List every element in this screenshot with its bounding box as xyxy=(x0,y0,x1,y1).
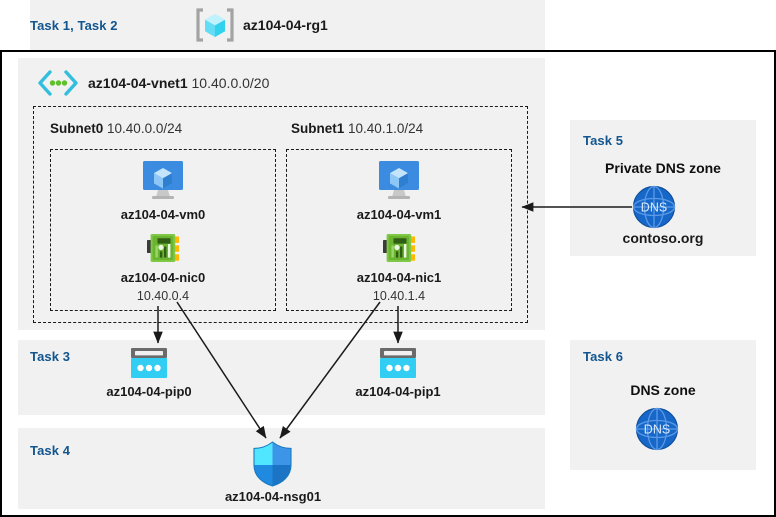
task-label-6: Task 6 xyxy=(583,349,624,364)
task-label-5: Task 5 xyxy=(583,133,624,148)
dns-zone-icon: DNS xyxy=(632,185,676,229)
resource-group-icon xyxy=(196,7,234,43)
task-label-4: Task 4 xyxy=(30,443,71,458)
subnet1-title: Subnet1 10.40.1.0/24 xyxy=(291,121,423,136)
subnet1-resources-box xyxy=(286,149,512,311)
subnet0-cidr: 10.40.0.0/24 xyxy=(107,121,183,136)
dns-zone-heading: DNS zone xyxy=(630,382,696,398)
subnet1-name: Subnet1 xyxy=(291,121,345,136)
network-interface-icon xyxy=(146,231,180,265)
nic0-name: az104-04-nic0 xyxy=(120,270,206,285)
subnet0-name: Subnet0 xyxy=(50,121,104,136)
virtual-machine-icon xyxy=(375,160,423,200)
private-dns-zone-heading: Private DNS zone xyxy=(605,160,721,176)
resource-group-boundary xyxy=(0,50,776,517)
nic1-ip-address: 10.40.1.4 xyxy=(372,289,426,303)
resource-group-header-panel xyxy=(30,0,545,50)
subnet0-title: Subnet0 10.40.0.0/24 xyxy=(50,121,182,136)
vm1-name: az104-04-vm1 xyxy=(356,207,442,222)
nsg-name: az104-04-nsg01 xyxy=(224,489,322,504)
subnet0-resources-box xyxy=(50,149,276,311)
svg-text:DNS: DNS xyxy=(641,201,667,215)
svg-text:DNS: DNS xyxy=(644,423,670,437)
pip0-name: az104-04-pip0 xyxy=(106,384,192,399)
vnet-panel xyxy=(18,58,545,330)
vnet-address-space: 10.40.0.0/20 xyxy=(191,75,270,91)
nic1-name: az104-04-nic1 xyxy=(356,270,442,285)
public-ip-address-icon xyxy=(130,347,168,379)
subnet1-cidr: 10.40.1.0/24 xyxy=(348,121,424,136)
private-dns-zone-name: contoso.org xyxy=(622,230,704,246)
resource-group-name: az104-04-rg1 xyxy=(243,17,328,33)
pip1-name: az104-04-pip1 xyxy=(355,384,441,399)
task-label-1-2: Task 1, Task 2 xyxy=(30,18,118,33)
vnet-title: az104-04-vnet1 10.40.0.0/20 xyxy=(88,75,269,91)
task-label-3: Task 3 xyxy=(30,349,71,364)
virtual-machine-icon xyxy=(139,160,187,200)
network-security-group-icon xyxy=(252,441,293,487)
nic0-ip-address: 10.40.0.4 xyxy=(136,289,190,303)
virtual-network-icon xyxy=(37,70,79,96)
network-interface-icon xyxy=(382,231,416,265)
vm0-name: az104-04-vm0 xyxy=(120,207,206,222)
vnet-name: az104-04-vnet1 xyxy=(88,75,188,91)
public-ip-address-icon xyxy=(379,347,417,379)
public-ip-panel xyxy=(18,340,545,415)
dns-zone-icon: DNS xyxy=(635,407,679,451)
